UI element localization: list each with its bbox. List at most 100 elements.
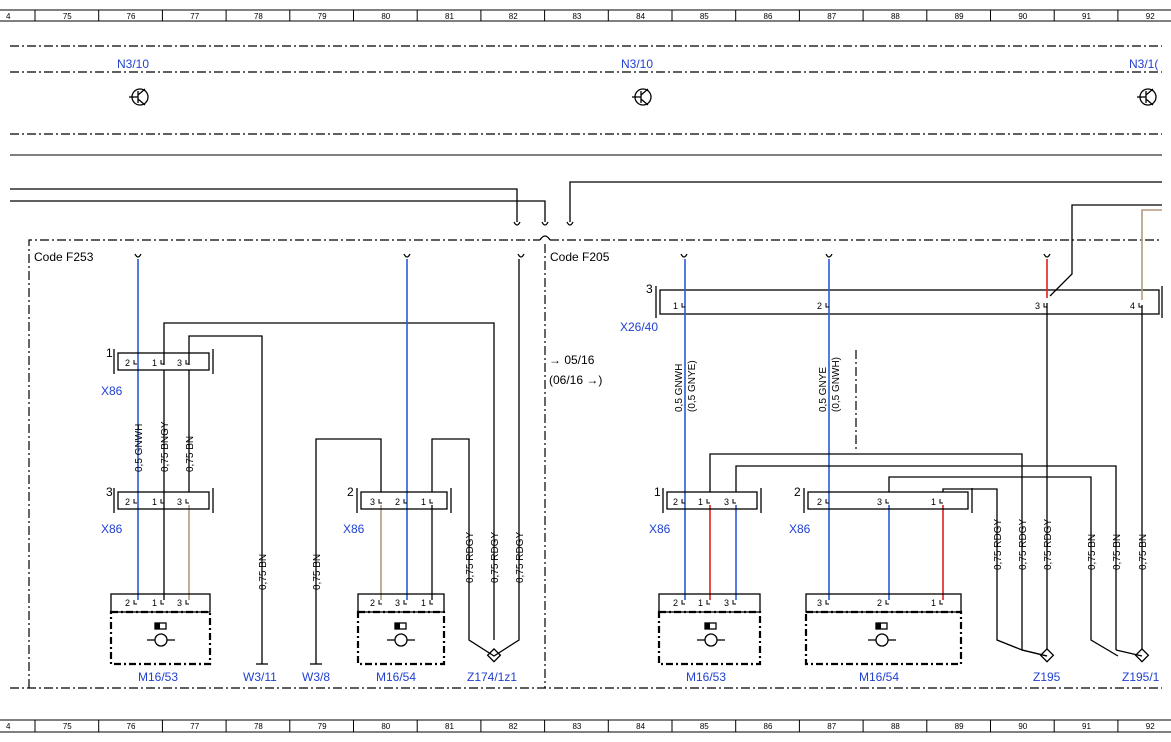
wire-label: 0,75 BNGY: [160, 421, 171, 472]
pin-number: 3: [370, 497, 375, 507]
pin-number: 4: [1130, 301, 1135, 311]
pin-number: 1: [421, 598, 426, 608]
wire-label: 0,5 GNWH: [134, 424, 145, 472]
pin-marker: [185, 499, 189, 504]
pin-marker: [185, 600, 189, 605]
pin-number: 3: [724, 598, 729, 608]
pin-number: 2: [673, 598, 678, 608]
ruler-column-label: 83: [572, 12, 581, 21]
wire-label: 0,75 BN: [1138, 534, 1149, 570]
pin-marker: [681, 303, 685, 308]
ruler-column-label: 76: [127, 12, 136, 21]
x86-connector-number: 2: [347, 485, 354, 499]
x26-connector-number: 3: [646, 282, 653, 296]
x86-label: X86: [343, 522, 365, 536]
ruler-column-label: 85: [700, 12, 709, 21]
w3-8-label: W3/8: [302, 670, 330, 684]
bus-lines: [10, 181, 1162, 226]
wire-label: 0,75 RDGY: [993, 519, 1004, 570]
m16-53-label: M16/53: [138, 670, 178, 684]
code-f205: Code F205: [550, 250, 610, 264]
x86-label: X86: [101, 384, 123, 398]
pin-marker: [403, 600, 407, 605]
wire-label: 0,75 RDGY: [490, 532, 501, 583]
wire-label: 0,75 RDGY: [515, 532, 526, 583]
ruler-column-label: 86: [764, 12, 773, 21]
n3-10-label-a: N3/10: [117, 57, 149, 71]
pin-marker: [939, 600, 943, 605]
ruler-column-label: 89: [955, 12, 964, 21]
code-frames: Code F253 Code F205 → 05/16 (06/16 →): [10, 235, 1162, 689]
ruler-column-label: 80: [381, 12, 390, 21]
pin-marker: [160, 600, 164, 605]
z195-label: Z195: [1033, 670, 1061, 684]
transistor-icon: [1137, 88, 1157, 106]
ruler-column-label: 91: [1082, 12, 1091, 21]
m16-54-label: M16/54: [859, 670, 899, 684]
pin-number: 3: [877, 497, 882, 507]
pin-number: 2: [125, 497, 130, 507]
n3-10-label-c: N3/1(: [1129, 57, 1158, 71]
pin-number: 1: [698, 598, 703, 608]
x86-connector-number: 1: [654, 485, 661, 499]
pin-marker: [885, 499, 889, 504]
pin-marker: [133, 499, 137, 504]
pin-number: 1: [152, 598, 157, 608]
pin-number: 1: [698, 497, 703, 507]
wire-label: (0,5 GNYE): [687, 360, 698, 412]
pin-number: 2: [817, 301, 822, 311]
ruler-column-label: 85: [700, 722, 709, 731]
right-section: 3 X26/40 0,5 GNWH (0,5 GNYE) 0,5 GNYE (0…: [620, 204, 1163, 684]
z174-label: Z174/1z1: [467, 670, 517, 684]
x26-40-label: X26/40: [620, 320, 658, 334]
pin-number: 3: [1035, 301, 1040, 311]
ruler-column-label: 84: [636, 722, 645, 731]
ruler-column-label: 78: [254, 12, 263, 21]
pin-number: 2: [673, 497, 678, 507]
pin-marker: [825, 303, 829, 308]
pin-number: 2: [125, 598, 130, 608]
ruler-column-label: 75: [63, 12, 72, 21]
ruler-column-label: 81: [445, 722, 454, 731]
wire-label: 0,75 RDGY: [465, 532, 476, 583]
wire-label: 0,75 BN: [312, 554, 323, 590]
motor-icon: [868, 622, 896, 647]
ruler-column-label: 86: [764, 722, 773, 731]
pin-marker: [732, 600, 736, 605]
z195-1-label: Z195/1: [1122, 670, 1160, 684]
ruler-column-label: 92: [1146, 722, 1155, 731]
pin-number: 2: [395, 497, 400, 507]
x86-connector-number: 1: [106, 346, 113, 360]
pin-marker: [825, 499, 829, 504]
pin-marker: [681, 499, 685, 504]
motor-icon: [697, 622, 725, 647]
pin-marker: [706, 499, 710, 504]
pin-marker: [1043, 303, 1047, 308]
ruler-column-label: 91: [1082, 722, 1091, 731]
pin-number: 3: [177, 598, 182, 608]
m16-54-label: M16/54: [376, 670, 416, 684]
pin-marker: [1138, 303, 1142, 308]
ruler-column-label: 77: [190, 12, 199, 21]
ruler-column-label: 77: [190, 722, 199, 731]
date-range-b: (06/16 →): [549, 373, 602, 387]
pin-number: 3: [177, 358, 182, 368]
ruler-column-label: 83: [572, 722, 581, 731]
pin-marker: [825, 600, 829, 605]
w3-11-label: W3/11: [243, 670, 277, 684]
wire-label: 0,5 GNYE: [818, 367, 829, 412]
wire-label: (0,5 GNWH): [831, 357, 842, 412]
ruler-column-label: 78: [254, 722, 263, 731]
pin-number: 1: [931, 497, 936, 507]
ruler-column-label: 79: [318, 12, 327, 21]
pin-marker: [378, 600, 382, 605]
ruler-column-label: 90: [1018, 12, 1027, 21]
pin-marker: [939, 499, 943, 504]
pin-number: 2: [125, 358, 130, 368]
ruler-column-label: 88: [891, 722, 900, 731]
x86-label: X86: [649, 522, 671, 536]
pin-marker: [378, 499, 382, 504]
pin-marker: [160, 360, 164, 365]
